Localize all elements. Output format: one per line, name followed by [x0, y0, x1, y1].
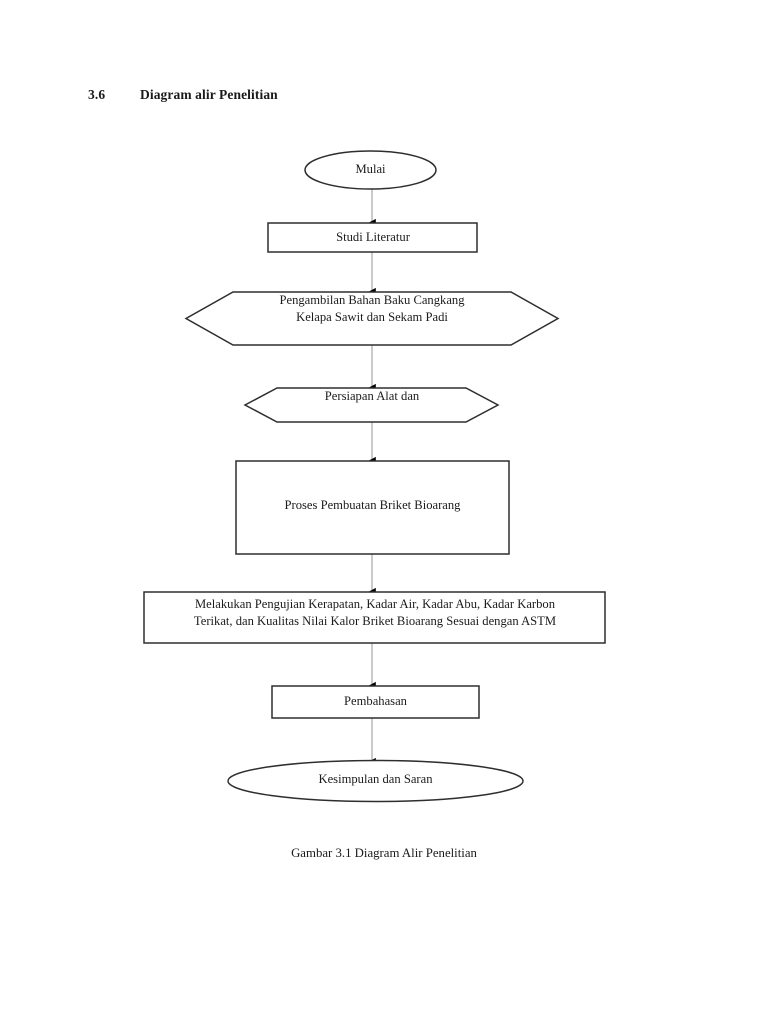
figure-caption: Gambar 3.1 Diagram Alir Penelitian: [291, 846, 477, 860]
flow-nodes: [143, 150, 606, 803]
node-persiapan-alat-dan-bahan[interactable]: [243, 387, 500, 423]
node-pengambilan-bahan-baku[interactable]: [184, 291, 560, 346]
node-label-persiapan-alat-dan-bahan: Persiapan Alat dan: [324, 389, 420, 403]
node-studi-literatur[interactable]: [267, 222, 478, 253]
node-label-clip-persiapan: Persiapan Alat dan: [246, 388, 498, 422]
section-title: Diagram alir Penelitian: [140, 87, 278, 102]
node-mulai[interactable]: [304, 150, 437, 190]
section-heading: 3.6 Diagram alir Penelitian: [88, 87, 278, 103]
node-pengujian[interactable]: [143, 591, 606, 644]
node-label-pengambilan-bahan-baku: Pengambilan Bahan Baku Cangkang Kelapa S…: [279, 293, 465, 324]
node-label-clip-pengambilan: Pengambilan Bahan Baku Cangkang Kelapa S…: [186, 292, 558, 345]
node-proses-pembuatan-briket[interactable]: [235, 460, 510, 555]
node-pembahasan[interactable]: [271, 685, 480, 719]
node-kesimpulan-dan-saran[interactable]: [227, 759, 524, 803]
section-number: 3.6: [88, 87, 106, 102]
